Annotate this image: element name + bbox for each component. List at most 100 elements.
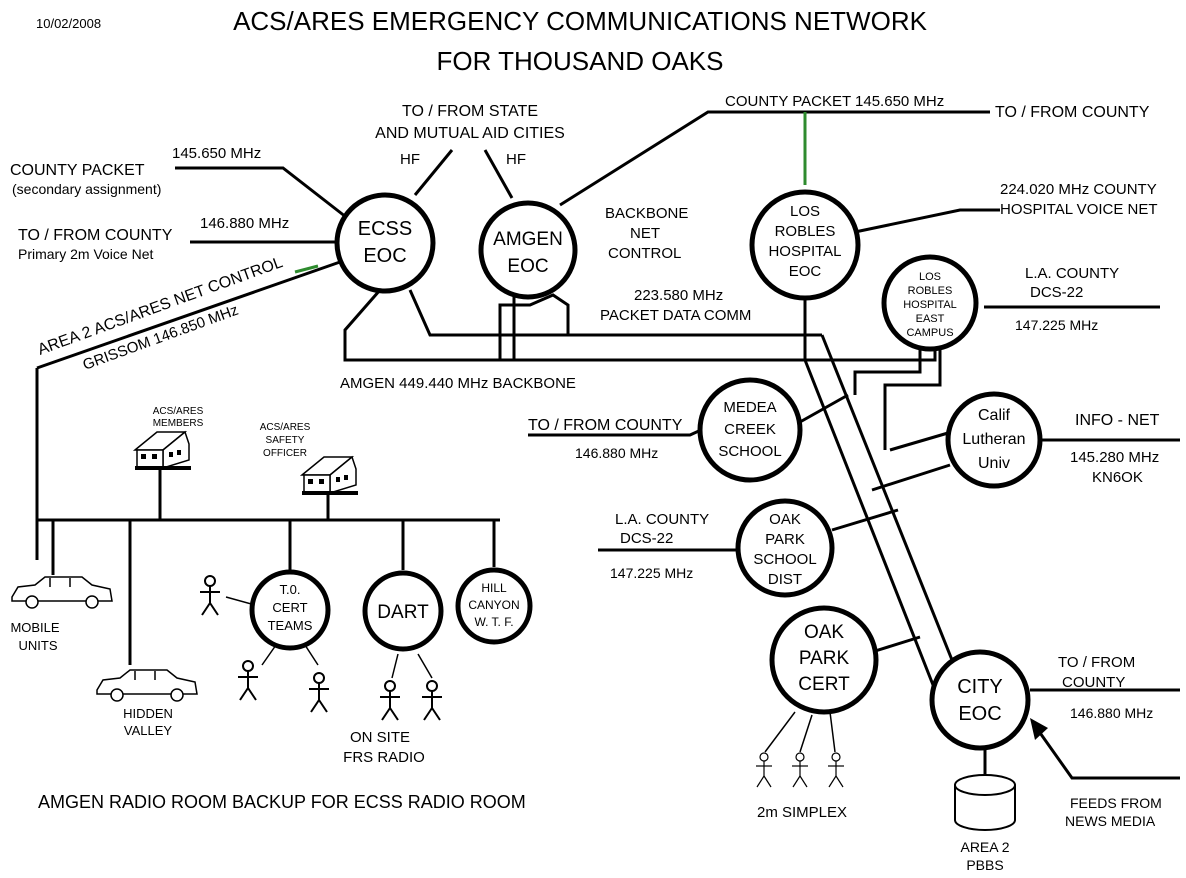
link-cert-person-2 bbox=[261, 644, 277, 666]
node-text: PARK bbox=[799, 648, 850, 669]
label-primary-2m-voice: Primary 2m Voice Net bbox=[18, 246, 153, 262]
label-to-from-city-1: TO / FROM bbox=[1058, 654, 1135, 671]
house-icon bbox=[132, 430, 191, 470]
node-text: OAK bbox=[769, 511, 801, 528]
link-simplex-2 bbox=[799, 714, 813, 753]
label-packet-data-2: PACKET DATA COMM bbox=[600, 307, 751, 324]
link-east-campus-a bbox=[853, 350, 922, 395]
node-text: EOC bbox=[789, 263, 822, 280]
node-hill-canyon-wtf[interactable]: HILL CANYON W. T. F. bbox=[455, 567, 533, 645]
node-city-eoc[interactable]: CITY EOC bbox=[929, 649, 1031, 751]
label-area2: AREA 2 bbox=[960, 839, 1009, 855]
node-text: EOC bbox=[363, 245, 406, 267]
node-los-robles-east-campus[interactable]: LOS ROBLES HOSPITAL EAST CAMPUS bbox=[881, 254, 979, 352]
label-amgen-backbone: AMGEN 449.440 MHz BACKBONE bbox=[340, 375, 576, 392]
label-safety-3: OFFICER bbox=[263, 448, 307, 459]
label-units: UNITS bbox=[19, 638, 58, 653]
link-clu-trunk-a bbox=[889, 431, 949, 452]
label-members-1: ACS/ARES bbox=[153, 406, 204, 417]
node-text: LOS bbox=[790, 203, 820, 220]
label-control: CONTROL bbox=[608, 245, 681, 262]
label-to-from-county-primary: TO / FROM COUNTY bbox=[18, 227, 173, 244]
trunk-line-a bbox=[820, 334, 962, 681]
node-text: DART bbox=[377, 602, 429, 623]
label-packet-data-1: 223.580 MHz bbox=[634, 287, 723, 304]
node-text: PARK bbox=[765, 531, 805, 548]
label-safety-1: ACS/ARES bbox=[260, 422, 311, 433]
label-freq-147225-mid: 147.225 MHz bbox=[610, 565, 693, 581]
node-text: ROBLES bbox=[908, 285, 953, 297]
label-net: NET bbox=[630, 225, 660, 242]
link-area2-green bbox=[294, 264, 319, 274]
link-oak-park-cert-trunk bbox=[871, 635, 921, 654]
node-calif-lutheran-univ[interactable]: Calif Lutheran Univ bbox=[945, 391, 1043, 489]
link-dart-person-1 bbox=[391, 653, 399, 679]
node-text: W. T. F. bbox=[474, 615, 513, 629]
node-text: DIST bbox=[768, 571, 802, 588]
person-icon bbox=[792, 752, 808, 788]
node-text: SCHOOL bbox=[753, 551, 816, 568]
connection-lines bbox=[35, 110, 1180, 780]
label-kn6ok: KN6OK bbox=[1092, 469, 1143, 486]
label-state-mutual-aid-1: TO / FROM STATE bbox=[402, 103, 538, 120]
node-oak-park-cert[interactable]: OAK PARK CERT bbox=[769, 605, 879, 715]
trunk-line-b bbox=[803, 359, 937, 691]
person-icon bbox=[828, 752, 844, 788]
node-ecss-eoc[interactable]: ECSS EOC bbox=[334, 192, 436, 294]
node-los-robles-hospital-eoc[interactable]: LOS ROBLES HOSPITAL EOC bbox=[749, 189, 861, 301]
node-amgen-eoc[interactable]: AMGEN EOC bbox=[478, 200, 578, 300]
node-text: HILL bbox=[481, 581, 507, 595]
label-hidden: HIDDEN bbox=[123, 706, 173, 721]
node-cert-teams[interactable]: T.0. CERT TEAMS bbox=[249, 569, 331, 651]
database-icon bbox=[954, 774, 1016, 831]
node-medea-creek-school[interactable]: MEDEA CREEK SCHOOL bbox=[697, 377, 803, 483]
node-dart[interactable]: DART bbox=[362, 570, 444, 652]
label-freq-146880-medea: 146.880 MHz bbox=[575, 445, 658, 461]
node-text: MEDEA bbox=[723, 399, 776, 416]
car-icon bbox=[11, 576, 113, 609]
node-oak-park-school-dist[interactable]: OAK PARK SCHOOL DIST bbox=[735, 498, 835, 598]
node-text: T.0. bbox=[280, 582, 301, 597]
label-hospital-voice-1: 224.020 MHz COUNTY bbox=[1000, 181, 1157, 198]
label-2m-simplex: 2m SIMPLEX bbox=[757, 804, 847, 821]
label-la-county-mid-1: L.A. COUNTY bbox=[615, 511, 709, 528]
node-text: EAST bbox=[916, 313, 945, 325]
label-la-county-top-2: DCS-22 bbox=[1030, 284, 1083, 301]
label-freq-145650-left: 145.650 MHz bbox=[172, 145, 261, 162]
label-to-from-county-top: TO / FROM COUNTY bbox=[995, 104, 1150, 121]
link-area2-net-control bbox=[36, 260, 341, 370]
label-freq-147225-top: 147.225 MHz bbox=[1015, 317, 1098, 333]
link-clu-trunk-b bbox=[871, 463, 951, 492]
node-text: ROBLES bbox=[775, 223, 836, 240]
node-text: CANYON bbox=[468, 598, 519, 612]
label-on-site: ON SITE bbox=[350, 729, 410, 746]
label-safety-2: SAFETY bbox=[266, 435, 305, 446]
node-text: CAMPUS bbox=[906, 327, 953, 339]
label-hospital-voice-2: HOSPITAL VOICE NET bbox=[1000, 201, 1158, 218]
date-label: 10/02/2008 bbox=[36, 16, 101, 31]
house-icon bbox=[299, 455, 358, 495]
label-amgen-backup: AMGEN RADIO ROOM BACKUP FOR ECSS RADIO R… bbox=[38, 792, 526, 812]
label-frs-radio: FRS RADIO bbox=[343, 749, 425, 766]
label-freq-145280: 145.280 MHz bbox=[1070, 449, 1159, 466]
link-simplex-1 bbox=[764, 711, 796, 753]
person-icon bbox=[756, 752, 772, 788]
label-feeds-from: FEEDS FROM bbox=[1070, 795, 1162, 811]
diagram-title-line2: FOR THOUSAND OAKS bbox=[436, 46, 723, 76]
label-info-net: INFO - NET bbox=[1075, 412, 1160, 429]
node-text: AMGEN bbox=[493, 229, 563, 250]
label-pbbs: PBBS bbox=[966, 857, 1003, 873]
arrow-head-news bbox=[1030, 718, 1048, 740]
label-backbone: BACKBONE bbox=[605, 205, 688, 222]
label-news-media: NEWS MEDIA bbox=[1065, 813, 1156, 829]
node-text: Lutheran bbox=[962, 431, 1025, 448]
label-state-mutual-aid-2: AND MUTUAL AID CITIES bbox=[375, 125, 565, 142]
link-amgen-backbone bbox=[343, 289, 937, 362]
person-icon bbox=[238, 660, 258, 701]
node-text: OAK bbox=[804, 622, 844, 643]
node-text: Calif bbox=[978, 407, 1011, 424]
person-icon bbox=[422, 680, 442, 721]
label-freq-146880-left: 146.880 MHz bbox=[200, 215, 289, 232]
label-la-county-top-1: L.A. COUNTY bbox=[1025, 265, 1119, 282]
